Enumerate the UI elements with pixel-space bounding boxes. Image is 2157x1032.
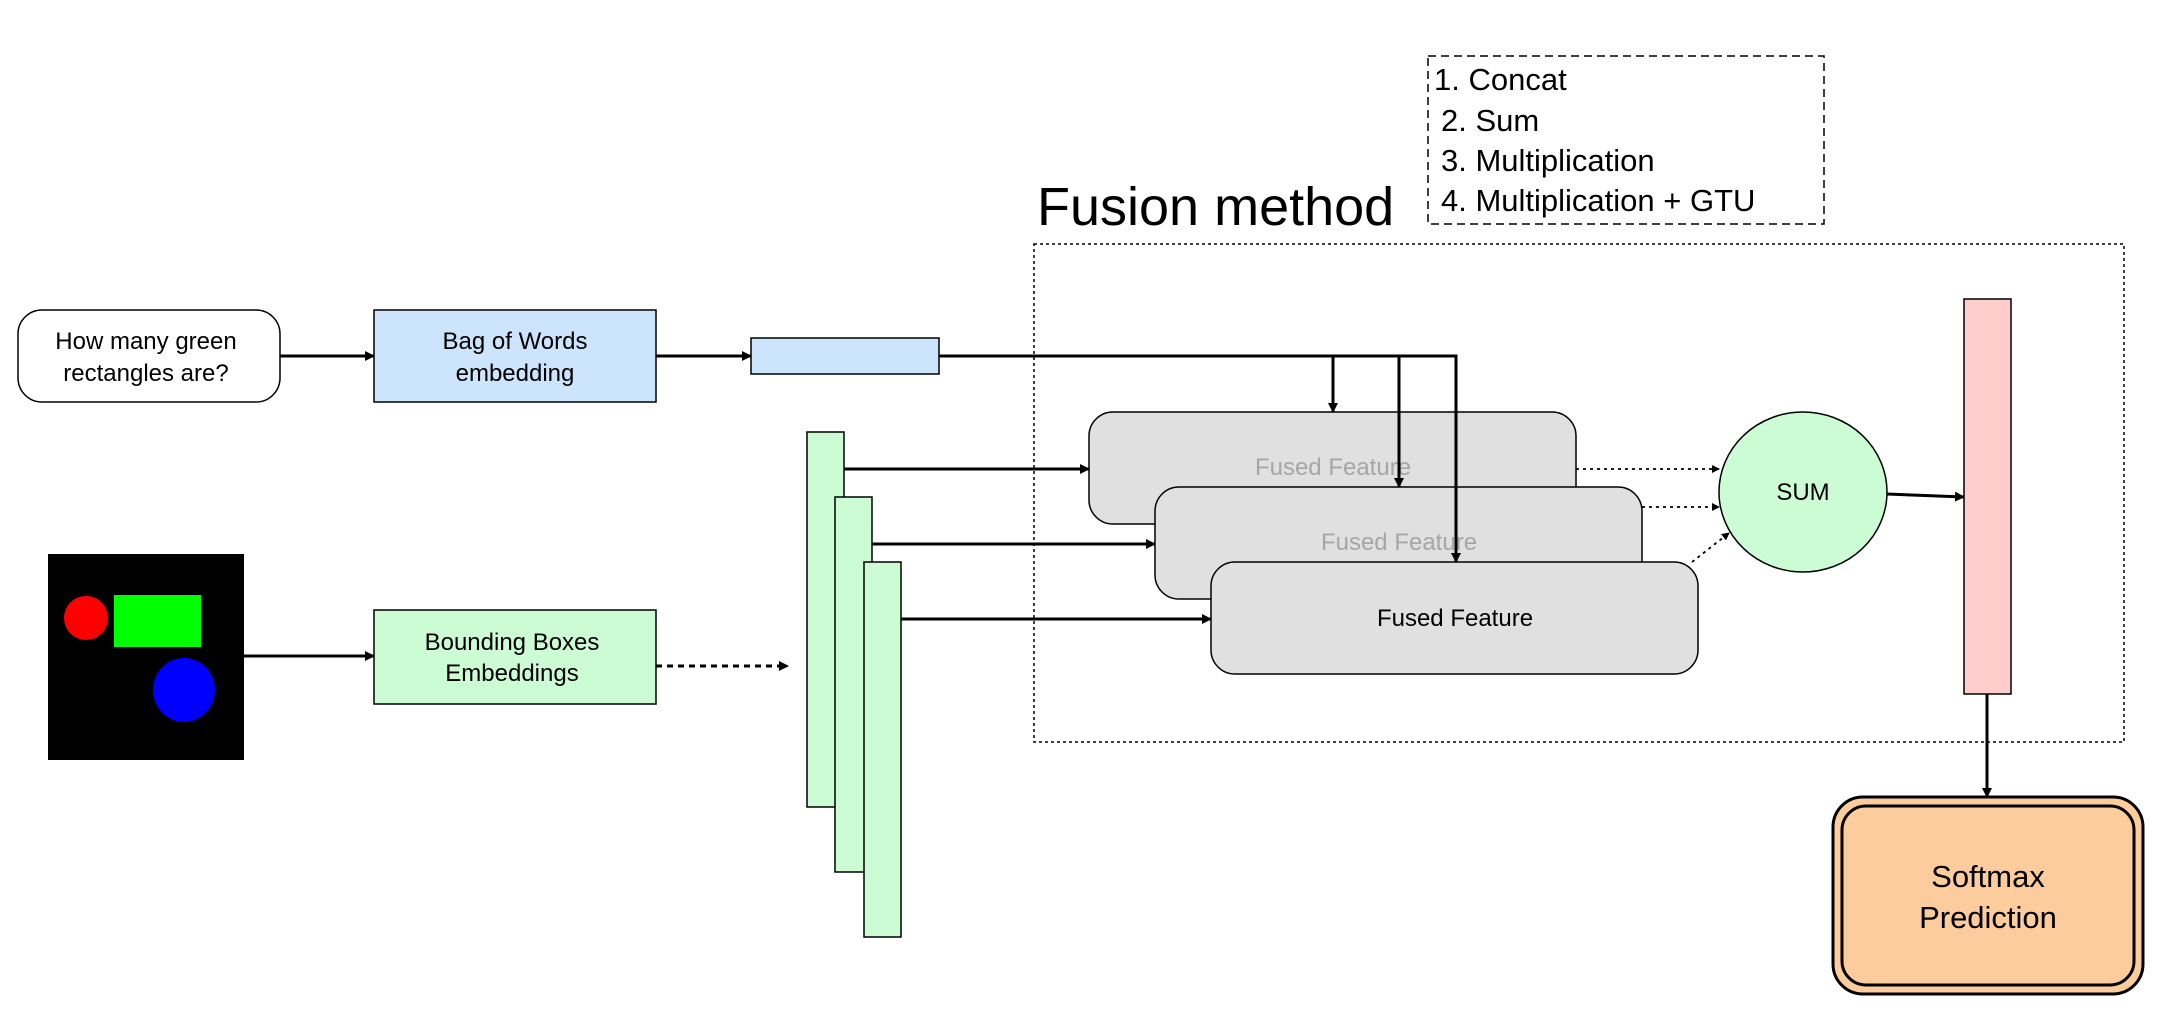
softmax-text-line2: Prediction xyxy=(1919,900,2057,935)
softmax-text-line1: Softmax xyxy=(1931,859,2045,894)
fusion-methods-box xyxy=(1427,55,1825,225)
arrow-fused3-to-sum xyxy=(1691,532,1730,563)
fusion-region-box xyxy=(1033,243,2125,743)
image-red-circle xyxy=(64,596,108,640)
bounding-boxes-box xyxy=(373,609,657,705)
bag-of-words-box xyxy=(373,309,657,403)
bounding-boxes-text-line1: Bounding Boxes xyxy=(425,629,600,656)
fusion-method-1: 1. Concat xyxy=(1434,62,1567,97)
bounding-boxes-text-line2: Embeddings xyxy=(445,660,578,687)
sum-node xyxy=(1718,411,1888,573)
output-vector xyxy=(1963,298,2012,695)
sum-label: SUM xyxy=(1776,479,1829,506)
word-embedding-vector xyxy=(750,337,940,375)
object-vector-3 xyxy=(863,561,902,938)
fusion-method-2: 2. Sum xyxy=(1441,103,1539,138)
question-box xyxy=(17,309,281,403)
image-blue-circle xyxy=(153,658,215,722)
fusion-method-title: Fusion method xyxy=(1037,177,1394,237)
softmax-outer-box xyxy=(1831,795,2145,996)
fusion-method-4: 4. Multiplication + GTU xyxy=(1441,183,1755,218)
input-image xyxy=(48,554,244,760)
softmax-inner-box xyxy=(1840,804,2136,987)
fused-feature-label-2: Fused Feature xyxy=(1321,529,1477,556)
arrow-sum-to-output xyxy=(1886,491,1965,502)
fused-feature-label-1: Fused Feature xyxy=(1255,454,1411,481)
bag-of-words-text-line1: Bag of Words xyxy=(443,328,588,355)
image-green-rectangle xyxy=(114,595,201,647)
fusion-method-3: 3. Multiplication xyxy=(1441,143,1655,178)
question-text-line1: How many green xyxy=(55,328,236,355)
question-text-line2: rectangles are? xyxy=(63,360,228,387)
bag-of-words-text-line2: embedding xyxy=(456,360,575,387)
fused-feature-label-3: Fused Feature xyxy=(1377,605,1533,632)
